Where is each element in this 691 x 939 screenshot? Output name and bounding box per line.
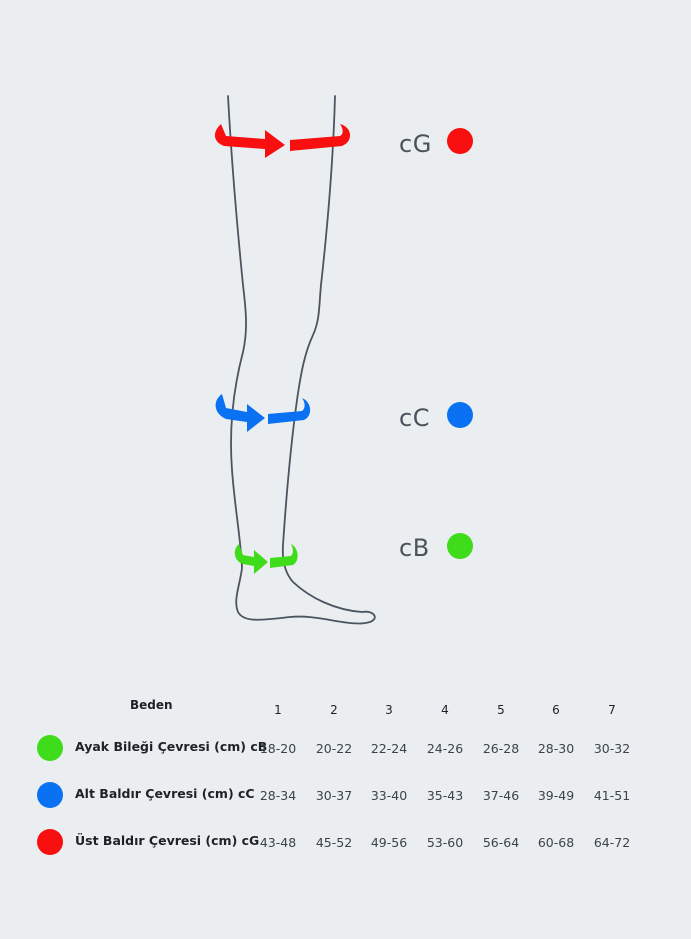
table-cell: 43-48	[259, 835, 297, 850]
size-header-cell: 1	[274, 703, 282, 717]
row-dot-thigh	[37, 829, 63, 855]
table-row-ankle: Ayak Bileği Çevresi (cm) cB 18-20 20-22 …	[0, 733, 691, 763]
zone-dot-calf	[447, 402, 473, 428]
row-label-ankle: Ayak Bileği Çevresi (cm) cB	[75, 739, 268, 754]
table-row-thigh: Üst Baldır Çevresi (cm) cG 43-48 45-52 4…	[0, 827, 691, 857]
table-cell: 28-34	[259, 788, 297, 803]
table-cell: 60-68	[537, 835, 575, 850]
table-cell: 33-40	[370, 788, 408, 803]
size-header-cell: 5	[497, 703, 505, 717]
row-dot-ankle	[37, 735, 63, 761]
ankle-measure-band	[234, 544, 298, 574]
leg-outline	[227, 95, 376, 625]
zone-dot-ankle	[447, 533, 473, 559]
zone-dot-thigh	[447, 128, 473, 154]
row-label-thigh: Üst Baldır Çevresi (cm) cG	[75, 833, 260, 848]
zone-label-calf: cC	[399, 404, 430, 432]
table-cell: 37-46	[482, 788, 520, 803]
leg-diagram	[214, 95, 376, 625]
table-row-calf: Alt Baldır Çevresi (cm) cC 28-34 30-37 3…	[0, 780, 691, 810]
size-header-cell: 7	[608, 703, 616, 717]
table-cell: 28-30	[537, 741, 575, 756]
table-cell: 24-26	[426, 741, 464, 756]
table-cell: 53-60	[426, 835, 464, 850]
size-header-cell: 6	[552, 703, 560, 717]
table-cell: 45-52	[315, 835, 353, 850]
table-cell: 39-49	[537, 788, 575, 803]
table-cell: 18-20	[259, 741, 297, 756]
table-cell: 41-51	[593, 788, 631, 803]
calf-measure-band	[215, 394, 311, 432]
zone-label-thigh: cG	[399, 130, 432, 158]
table-cell: 30-32	[593, 741, 631, 756]
table-cell: 56-64	[482, 835, 520, 850]
size-header-cell: 4	[441, 703, 449, 717]
zone-label-ankle: cB	[399, 534, 430, 562]
row-label-calf: Alt Baldır Çevresi (cm) cC	[75, 786, 255, 801]
table-cell: 49-56	[370, 835, 408, 850]
size-header-cell: 3	[385, 703, 393, 717]
table-cell: 30-37	[315, 788, 353, 803]
size-header-label: Beden	[130, 698, 173, 712]
table-cell: 20-22	[315, 741, 353, 756]
size-header-cell: 2	[330, 703, 338, 717]
table-header-row: Beden 1 2 3 4 5 6 7	[0, 694, 691, 724]
table-cell: 64-72	[593, 835, 631, 850]
row-dot-calf	[37, 782, 63, 808]
table-cell: 35-43	[426, 788, 464, 803]
thigh-measure-band	[214, 124, 351, 158]
table-cell: 22-24	[370, 741, 408, 756]
table-cell: 26-28	[482, 741, 520, 756]
